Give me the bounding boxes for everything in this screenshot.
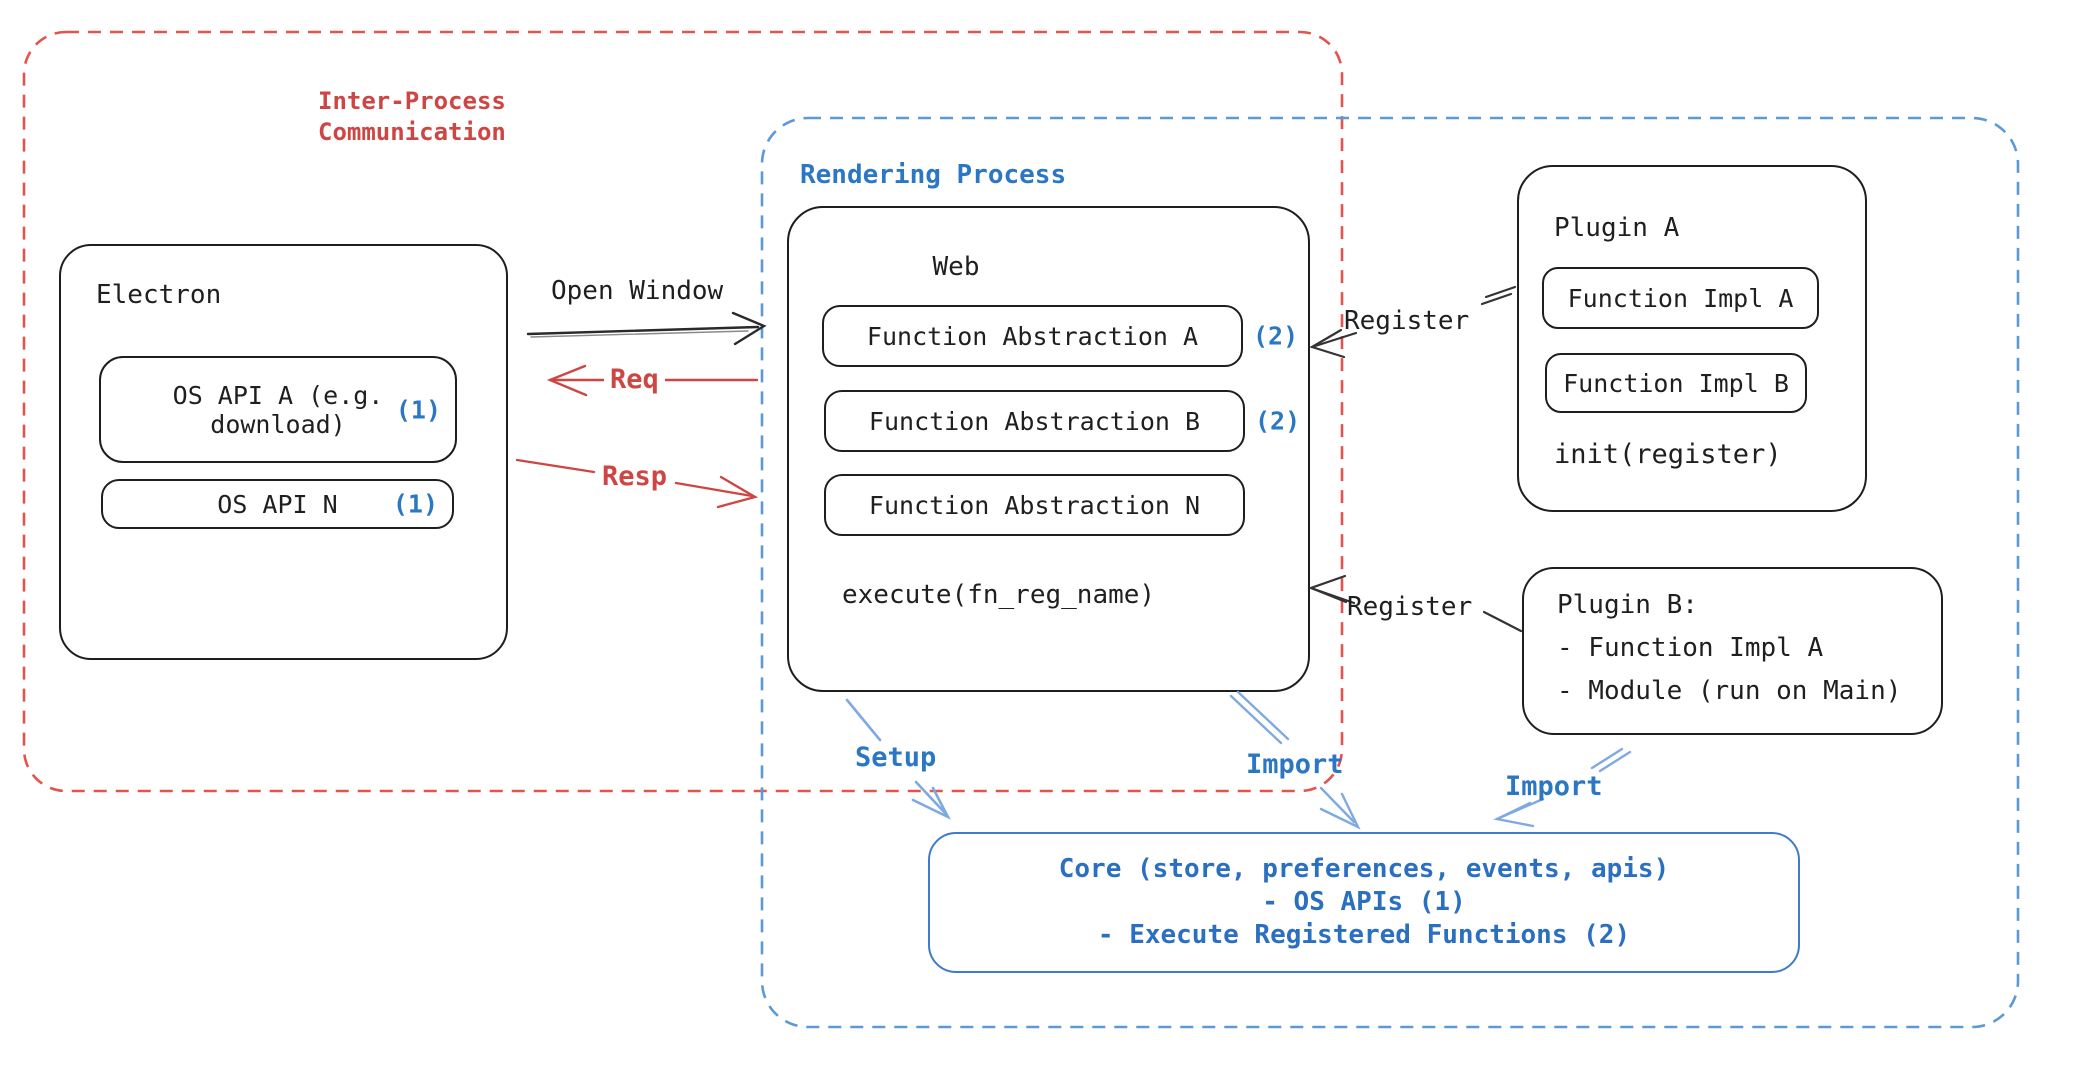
os-api-n-label: OS API N [217, 489, 338, 519]
req-label: Req [604, 364, 665, 395]
init-register-label: init(register) [1554, 439, 1782, 470]
os-api-a-tag: (1) [395, 395, 441, 424]
function-impl-a-label: Function Impl A [1567, 283, 1794, 313]
os-api-a-label: OS API A (e.g. download) [172, 380, 384, 439]
function-abstraction-b-tag: (2) [1255, 406, 1301, 436]
function-abstraction-b-label: Function Abstraction B [868, 406, 1201, 436]
ipc-label: Inter-Process Communication [318, 87, 506, 146]
core-line-3: - Execute Registered Functions (2) [1097, 920, 1631, 950]
function-abstraction-a-box: Function Abstraction A (2) [822, 305, 1298, 367]
plugin-b-lines: Plugin B: - Function Impl A - Module (ru… [1557, 590, 1902, 706]
setup-label: Setup [855, 742, 937, 773]
function-abstraction-a-tag: (2) [1253, 321, 1299, 351]
function-impl-b-box: Function Impl B [1545, 353, 1807, 413]
plugin-a-box: Plugin A Function Impl A Function Impl B… [1517, 165, 1867, 512]
rendering-label: Rendering Process [800, 160, 1067, 190]
web-box: Web Function Abstraction A (2) Function … [787, 206, 1310, 692]
core-box: Core (store, preferences, events, apis) … [928, 832, 1800, 973]
function-abstraction-n-box: Function Abstraction N [824, 474, 1245, 536]
function-abstraction-a-label: Function Abstraction A [866, 321, 1199, 351]
os-api-n-box: OS API N (1) [101, 479, 454, 529]
core-line-1: Core (store, preferences, events, apis) [1058, 854, 1670, 884]
os-api-a-box: OS API A (e.g. download) (1) [99, 356, 457, 463]
web-title: Web [932, 252, 980, 282]
open-window-arrow [526, 311, 767, 346]
function-abstraction-n-label: Function Abstraction N [868, 490, 1201, 520]
resp-label: Resp [596, 461, 674, 492]
execute-label: execute(fn_reg_name) [842, 580, 1156, 610]
function-impl-a-box: Function Impl A [1542, 267, 1819, 329]
function-impl-b-label: Function Impl B [1563, 368, 1789, 398]
open-window-label: Open Window [551, 276, 724, 306]
register-a-label: Register [1344, 306, 1470, 336]
electron-title: Electron [96, 280, 222, 310]
import-a-label: Import [1246, 749, 1344, 780]
os-api-n-tag: (1) [392, 489, 438, 519]
electron-box: Electron OS API A (e.g. download) (1) OS… [59, 244, 508, 660]
plugin-a-title: Plugin A [1554, 213, 1680, 243]
core-line-2: - OS APIs (1) [1262, 887, 1466, 917]
register-b-label: Register [1347, 592, 1473, 622]
import-b-label: Import [1505, 771, 1603, 802]
function-abstraction-b-box: Function Abstraction B (2) [824, 390, 1300, 452]
plugin-b-box: Plugin B: - Function Impl A - Module (ru… [1522, 567, 1943, 735]
